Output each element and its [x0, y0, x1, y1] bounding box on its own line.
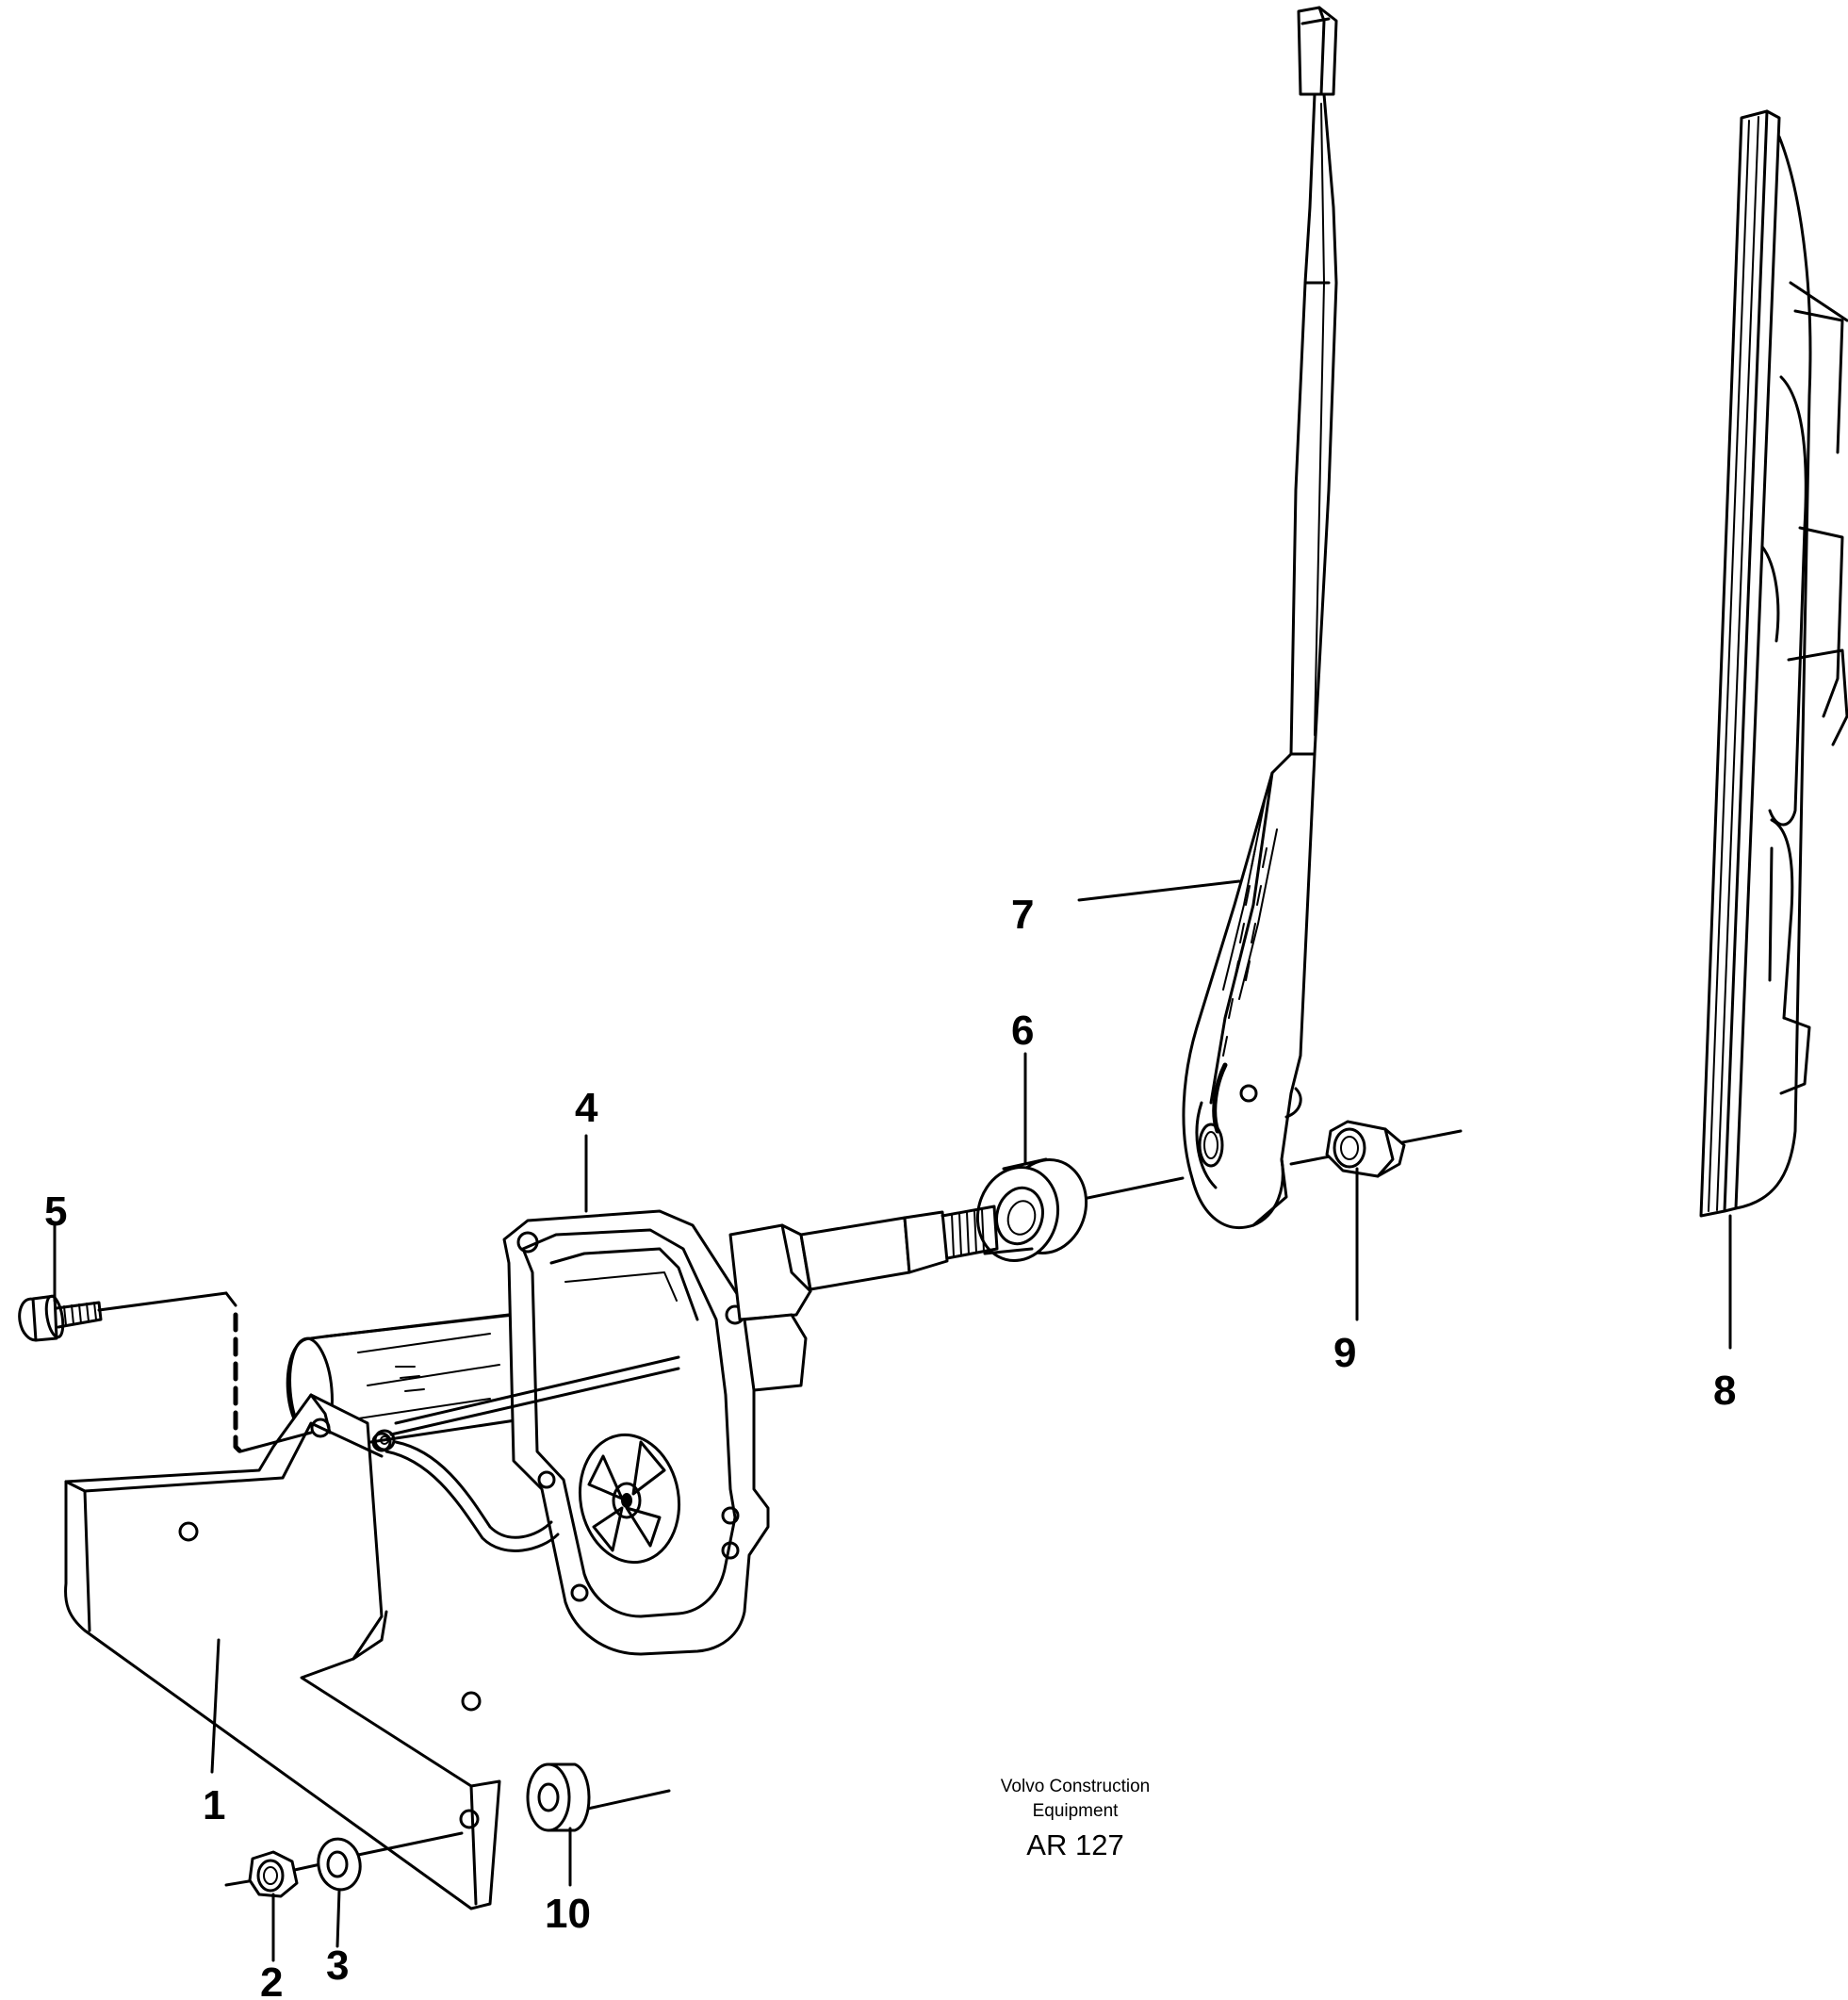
part-number-3: 3 [326, 1943, 349, 1989]
leader-7 [1077, 879, 1241, 902]
part-number-6: 6 [1011, 1008, 1034, 1054]
nut-2 [248, 1850, 299, 1898]
part-number-1: 1 [203, 1782, 225, 1828]
washer-3 [317, 1837, 362, 1892]
nut-9 [1325, 1120, 1406, 1178]
spacer-10 [526, 1762, 591, 1832]
wiper-motor [286, 1205, 999, 1656]
part-number-9: 9 [1333, 1330, 1356, 1376]
screw-5 [18, 1291, 313, 1454]
bracket-1 [64, 1393, 501, 1910]
leader-1 [210, 1638, 221, 1774]
part-number-2: 2 [260, 1959, 283, 2000]
diagram-caption: Volvo Construction Equipment AR 127 [1001, 1777, 1150, 1861]
leader-lines [53, 879, 1732, 1962]
caption-line-2: Equipment [1033, 1801, 1120, 1821]
part-number-8: 8 [1713, 1368, 1736, 1414]
wiper-blade [1699, 109, 1848, 1218]
caption-line-1: Volvo Construction [1001, 1777, 1150, 1796]
part-number-10: 10 [545, 1891, 591, 1937]
part-number-7: 7 [1011, 892, 1034, 938]
part-number-5: 5 [44, 1189, 67, 1235]
lower-axis [224, 1789, 671, 1887]
caption-code: AR 127 [1026, 1828, 1123, 1861]
part-number-4: 4 [575, 1085, 598, 1131]
leader-3 [335, 1888, 341, 1948]
wiper-arm [1182, 6, 1338, 1230]
part-numbers: 1 2 3 4 5 6 7 8 9 10 [44, 892, 1736, 2000]
